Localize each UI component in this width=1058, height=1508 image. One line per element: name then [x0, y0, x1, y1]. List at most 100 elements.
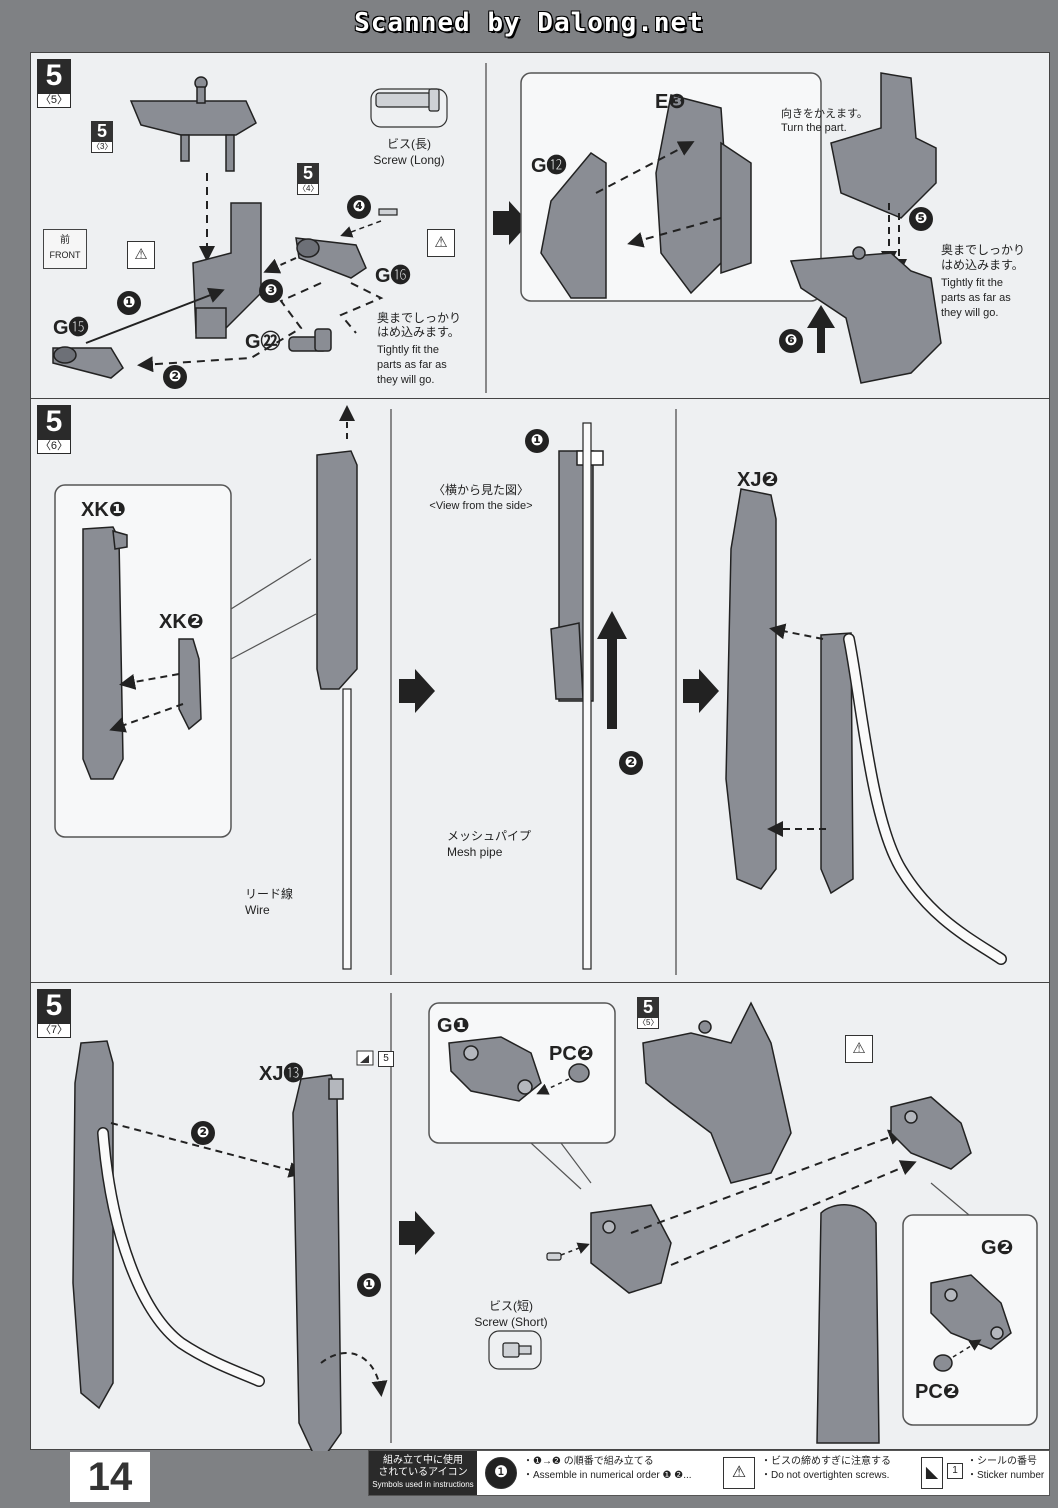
sticker-number: 5 — [378, 1051, 394, 1067]
order-marker: ❸ — [259, 279, 283, 303]
part-label-g2: G❷ — [981, 1237, 1014, 1259]
fit-note-jp: はめ込みます。 — [941, 258, 1024, 272]
turn-note-en: Turn the part. — [781, 122, 847, 134]
chest-block-assembly — [642, 1001, 792, 1184]
e3-part — [655, 94, 752, 295]
legend-sticker: ◣ 1 ・シールの番号 ・Sticker number — [921, 1455, 1047, 1493]
xj13-part — [292, 1074, 344, 1451]
torso-frame-part — [192, 202, 262, 339]
step-badge: 5 〈7〉 — [37, 989, 71, 1038]
part-label-g12: G⓬ — [531, 155, 567, 177]
order-marker: ❻ — [779, 329, 803, 353]
legend-title: 組み立て中に使用 されているアイコン Symbols used in instr… — [369, 1451, 477, 1495]
fit-note-en: Tightly fit the — [941, 277, 1003, 289]
g16-part — [295, 237, 367, 279]
step-badge: 5 〈5〉 — [37, 59, 71, 108]
part-label-xk2: XK❷ — [159, 611, 204, 633]
screw-warning-icon: ⚠ — [127, 241, 155, 269]
numbered-order-icon: ❶ — [485, 1457, 517, 1489]
chest-frame-assembly — [789, 246, 942, 384]
mesh-pipe-label-en: Mesh pipe — [447, 845, 503, 859]
screw-warning-icon: ⚠ — [723, 1457, 755, 1489]
step-5-6-panel: 5 〈6〉 XK❶ XK❷ XJ❷ 〈横から見た図〉 <View from th… — [30, 398, 1050, 984]
frame-rail-assembly — [316, 450, 358, 690]
screw-short-label-en: Screw (Short) — [474, 1315, 548, 1329]
part-label-g15: G⓯ — [53, 317, 89, 339]
screw-short-part — [546, 1252, 562, 1261]
g15-part — [52, 346, 124, 379]
part-label-g16: G⓰ — [375, 265, 411, 287]
reference-badge: 5 〈3〉 — [91, 121, 113, 153]
mesh-pipe-part — [582, 422, 592, 970]
g2-part — [930, 1274, 1012, 1350]
screw-long-label-en: Screw (Long) — [373, 153, 445, 167]
fit-note-jp: 奥までしっかり — [941, 243, 1026, 257]
part-label-xj13: XJ⓭ — [259, 1063, 304, 1085]
g2-shoulder-part — [890, 1096, 972, 1170]
order-marker: ❷ — [191, 1121, 215, 1145]
wire-label-en: Wire — [245, 903, 270, 917]
wire-label-jp: リード線 — [245, 887, 294, 901]
side-view-label-jp: 〈横から見た図〉 — [432, 483, 529, 497]
turn-note-jp: 向きをかえます。 — [781, 108, 868, 120]
g22-part — [288, 328, 332, 352]
order-marker: ❶ — [525, 429, 549, 453]
xk1-part — [82, 526, 128, 780]
reference-badge: 5 〈4〉 — [297, 163, 319, 195]
step-badge: 5 〈6〉 — [37, 405, 71, 454]
order-marker: ❶ — [357, 1273, 381, 1297]
rail-with-pipe-assembly — [820, 632, 854, 895]
part-label-xj2: XJ❷ — [737, 469, 779, 491]
page-number: 14 — [70, 1452, 150, 1502]
step-5-5-drawing — [52, 63, 942, 393]
legend-screw: ⚠ ・ビスの締めすぎに注意する ・Do not overtighten scre… — [723, 1455, 913, 1493]
fit-note-en: they will go. — [941, 307, 999, 319]
watermark: Scanned by Dalong.net — [354, 8, 704, 38]
xj2-assembly — [72, 1040, 114, 1410]
part-label-xk1: XK❶ — [81, 499, 126, 521]
xj2-part — [725, 488, 777, 890]
reference-badge: 5 〈5〉 — [637, 997, 659, 1029]
xk2-part — [178, 638, 202, 731]
legend-order: ❶ ・❶→❷ の順番で組み立てる ・Assemble in numerical … — [485, 1455, 705, 1493]
mesh-pipe-label-jp: メッシュパイプ — [447, 829, 532, 843]
step-5-7-drawing — [72, 993, 1038, 1451]
order-marker: ❷ — [163, 365, 187, 389]
step-5-7-panel: 5 〈7〉 5 〈5〉 ⚠ XJ⓭ G❶ PC❷ G❷ PC❷ 5 ビス(短) … — [30, 982, 1050, 1451]
icon-legend: 組み立て中に使用 されているアイコン Symbols used in instr… — [368, 1450, 1050, 1496]
step-5-6-drawing — [54, 405, 1007, 975]
part-label-e3: E❸ — [655, 91, 686, 113]
xj13-assembly — [816, 1204, 880, 1444]
order-marker: ❹ — [347, 195, 371, 219]
screw-long-label-jp: ビス(長) — [387, 137, 431, 151]
part-label-g1: G❶ — [437, 1015, 470, 1037]
backpack-block-part — [830, 72, 937, 219]
side-view-assembly — [550, 450, 604, 702]
screw-warning-icon: ⚠ — [427, 229, 455, 257]
order-marker: ❷ — [619, 751, 643, 775]
upper-block-part — [129, 76, 257, 172]
pc2-part — [933, 1354, 953, 1372]
order-marker: ❶ — [117, 291, 141, 315]
side-view-label-en: <View from the side> — [429, 500, 533, 512]
fit-note-en: Tightly fit the — [377, 344, 439, 356]
fit-note-en: parts as far as — [377, 359, 447, 371]
fit-note-en: they will go. — [377, 374, 435, 386]
step-5-5-panel: 5 〈5〉 5 〈3〉 5 〈4〉 前 FRONT ⚠ ⚠ ビス(長) Scre… — [30, 52, 1050, 400]
screw-long-part — [375, 88, 440, 216]
fit-note-jp: 奥までしっかり — [377, 311, 462, 325]
fit-note-jp: はめ込みます。 — [377, 325, 460, 339]
g12-part — [540, 152, 607, 299]
instruction-sheet: 5 〈5〉 5 〈3〉 5 〈4〉 前 FRONT ⚠ ⚠ ビス(長) Scre… — [30, 52, 1050, 1451]
fit-note-en: parts as far as — [941, 292, 1011, 304]
part-label-pc2: PC❷ — [915, 1381, 960, 1403]
screw-warning-icon: ⚠ — [845, 1035, 873, 1063]
order-marker: ❺ — [909, 207, 933, 231]
screw-short-label-jp: ビス(短) — [489, 1299, 533, 1313]
g1-part — [448, 1036, 542, 1102]
part-label-pc2: PC❷ — [549, 1043, 594, 1065]
sticker-number-box: 1 — [947, 1463, 963, 1479]
pc2-part — [568, 1063, 590, 1083]
part-label-g22: G㉒ — [245, 331, 281, 353]
shoulder-joint-assembly — [590, 1204, 672, 1294]
